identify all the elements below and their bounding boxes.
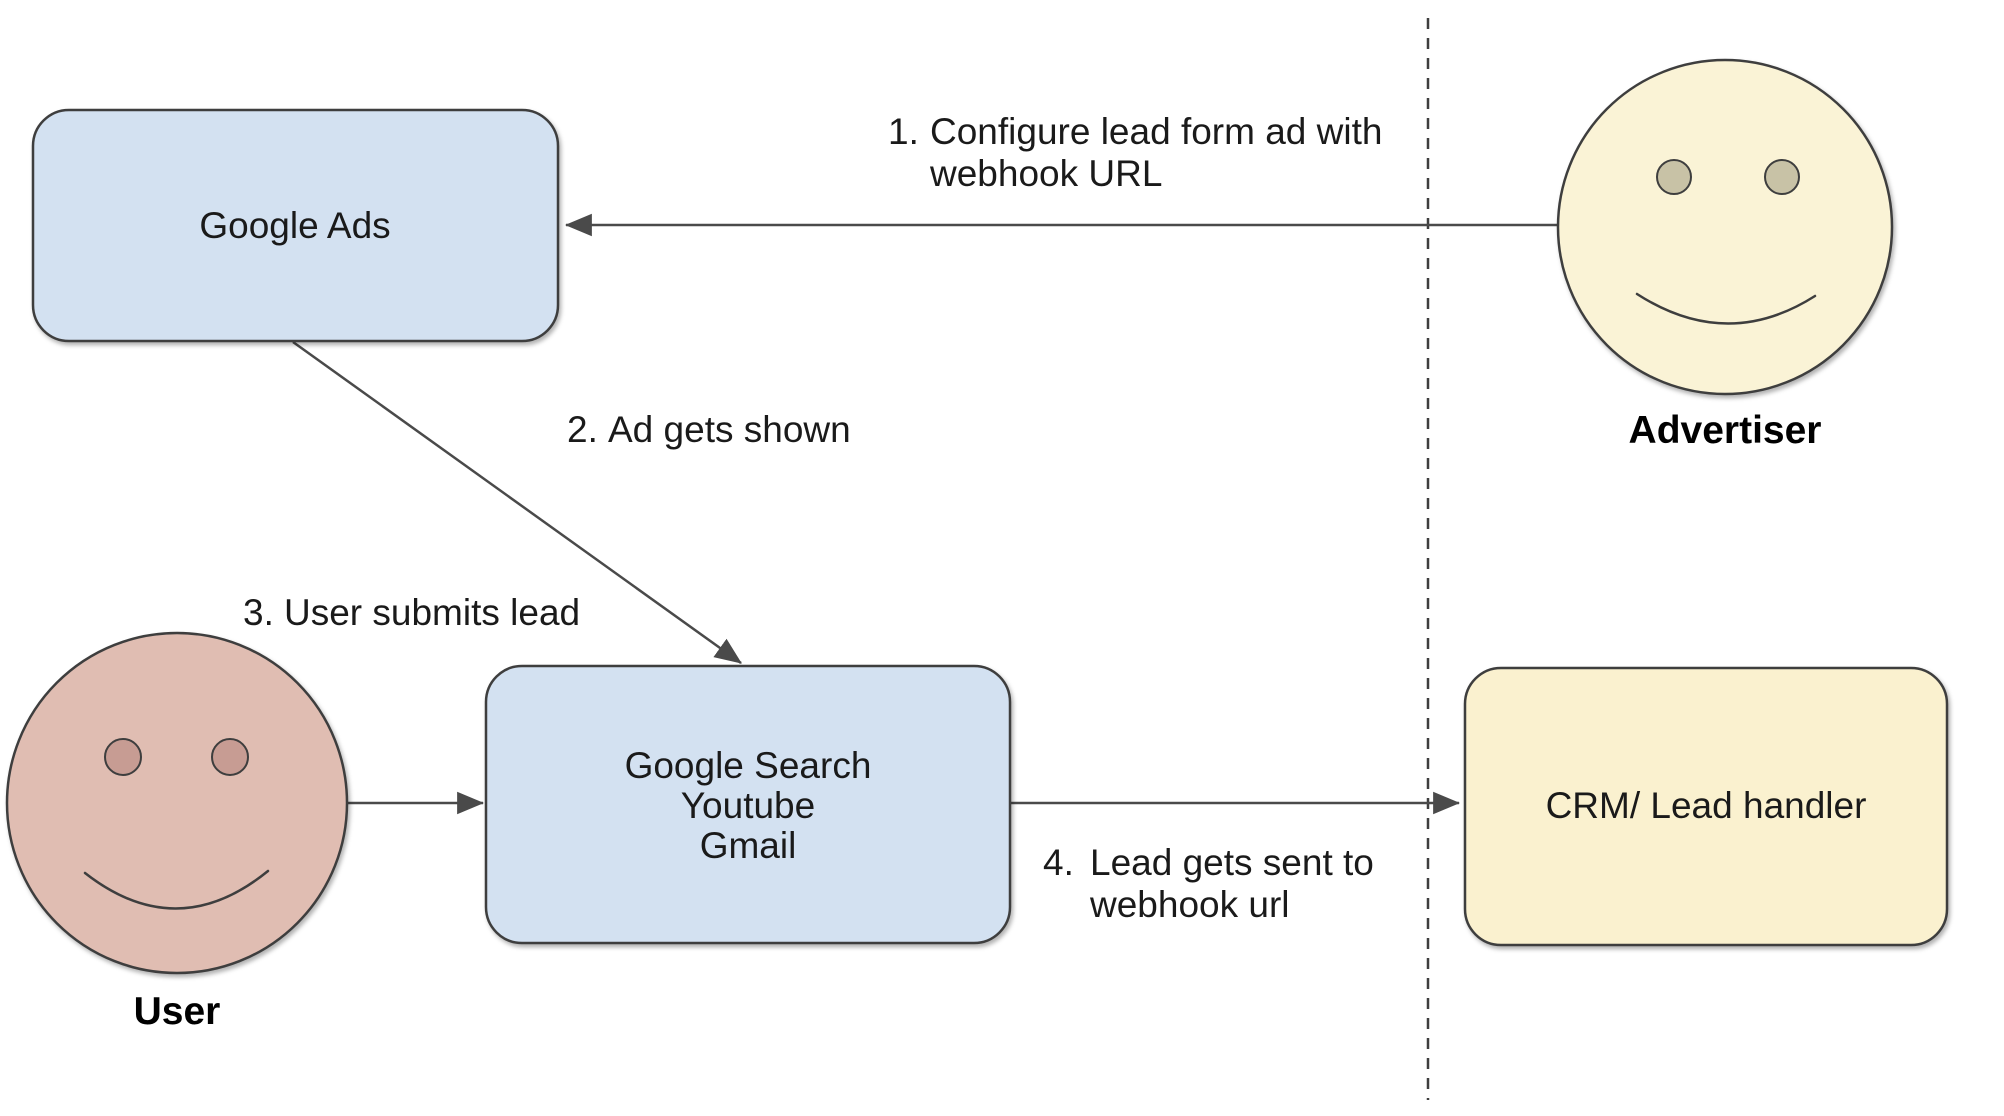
channels-node <box>484 664 1012 945</box>
step3-number: 3. <box>243 592 274 633</box>
advertiser-right-eye <box>1764 159 1800 195</box>
step4-label-line1: Lead gets sent to <box>1090 842 1374 883</box>
google-ads-node <box>31 108 560 343</box>
advertiser-face <box>1556 58 1894 396</box>
arrow-step2-google-ads-to-channels <box>292 340 742 665</box>
advertiser-name-label: Advertiser <box>1629 409 1822 452</box>
channels-label-line3: Gmail <box>700 825 797 866</box>
user-name-label: User <box>134 990 221 1033</box>
google-ads-label: Google Ads <box>199 205 390 246</box>
user-face <box>5 631 349 975</box>
step4-label-line2: webhook url <box>1089 884 1290 925</box>
user-smile <box>83 869 270 910</box>
step4-number: 4. <box>1043 842 1074 883</box>
crm-node <box>1463 666 1949 947</box>
step3-label: User submits lead <box>284 592 580 633</box>
channels-label-line2: Youtube <box>681 785 815 826</box>
step1-label-line1: Configure lead form ad with <box>930 111 1382 152</box>
step2-label: Ad gets shown <box>608 409 851 450</box>
advertiser-smile <box>1635 292 1817 325</box>
step1-label-line2: webhook URL <box>929 153 1162 194</box>
step1-number: 1. <box>888 111 919 152</box>
advertiser-left-eye <box>1656 159 1692 195</box>
channels-label-line1: Google Search <box>625 745 872 786</box>
user-left-eye <box>104 738 142 776</box>
user-right-eye <box>211 738 249 776</box>
crm-label: CRM/ Lead handler <box>1546 785 1867 826</box>
step2-number: 2. <box>567 409 598 450</box>
